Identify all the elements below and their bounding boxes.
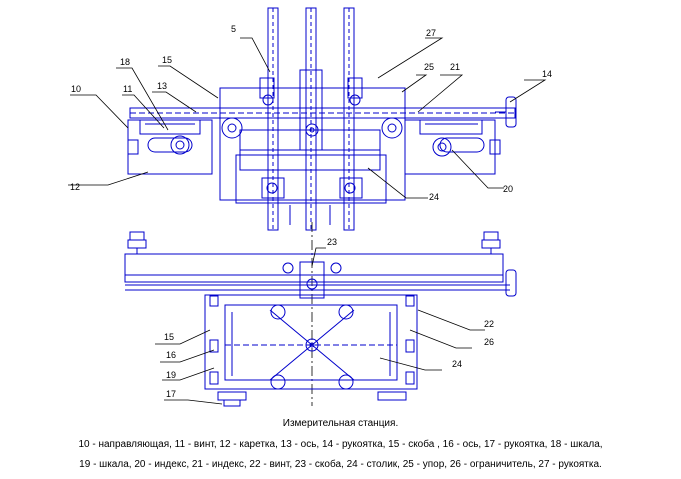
- foot-left: [217, 391, 247, 401]
- front-view: [124, 231, 517, 407]
- callout-21: 21: [450, 62, 460, 72]
- central-body: [219, 87, 406, 201]
- callout-5: 5: [231, 24, 236, 34]
- callout-17: 17: [166, 389, 176, 399]
- post-right: [343, 7, 355, 231]
- callout-27: 27: [426, 28, 436, 38]
- foot-right: [377, 391, 407, 401]
- legend-line-1: 10 - направляющая, 11 - винт, 12 - карет…: [78, 439, 603, 450]
- figure-title: Измерительная станция.: [282, 418, 399, 429]
- front-view-labels: 23 22 26 24 15 16 19 17: [164, 237, 494, 399]
- callout-25: 25: [424, 62, 434, 72]
- right-handwheel: [432, 137, 452, 157]
- callout-19: 19: [166, 370, 176, 380]
- top-view-leaders: [68, 37, 547, 199]
- callout-10: 10: [71, 84, 81, 94]
- callout-16: 16: [166, 350, 176, 360]
- post-left: [267, 7, 279, 231]
- callout-15-front: 15: [164, 332, 174, 342]
- table-24-top: [235, 154, 387, 204]
- callout-24-top: 24: [429, 192, 439, 202]
- callout-26: 26: [484, 337, 494, 347]
- callout-14: 14: [542, 69, 552, 79]
- callout-12: 12: [70, 182, 80, 192]
- top-view-labels: 5 27 25 21 14 18 15 13 10 11 12 20 24: [70, 24, 552, 202]
- left-carriage: [127, 119, 213, 175]
- legend-line-2: 19 - шкала, 20 - индекс, 21 - индекс, 22…: [79, 459, 602, 470]
- front-view-leaders: [155, 247, 485, 405]
- callout-23: 23: [327, 237, 337, 247]
- top-view: [127, 7, 517, 231]
- callout-22: 22: [484, 319, 494, 329]
- callout-11: 11: [123, 84, 132, 94]
- callout-13: 13: [157, 81, 167, 91]
- callout-24-front: 24: [452, 359, 462, 369]
- callout-20: 20: [503, 184, 513, 194]
- front-guide-bar: [124, 253, 504, 283]
- post-center: [305, 7, 317, 231]
- callout-15: 15: [162, 55, 172, 65]
- left-handwheel: [170, 135, 190, 155]
- callout-18: 18: [120, 57, 130, 67]
- front-body: [204, 294, 418, 390]
